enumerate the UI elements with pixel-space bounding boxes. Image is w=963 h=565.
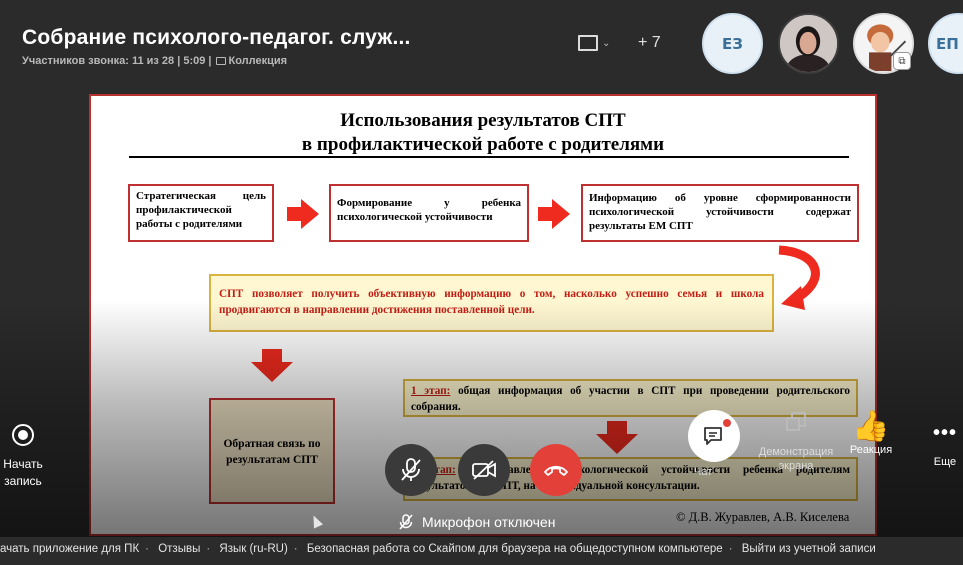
fullscreen-icon (578, 35, 598, 51)
participant-screen-badge-icon: ⧉ (893, 52, 911, 70)
footer-link-feedback[interactable]: Отзывы (158, 543, 201, 555)
participants-count: + 7 (638, 34, 661, 51)
footer-links: ачать приложение для ПК· Отзывы· Язык (r… (0, 537, 963, 565)
person-photo-icon (780, 15, 837, 72)
formation-box: Формирование у ребенка психологической у… (329, 184, 529, 242)
record-label: Начать запись (3, 457, 43, 488)
chat-label: Чат (694, 466, 713, 478)
slide-copyright: © Д.В. Журавлев, А.В. Киселева (676, 510, 850, 524)
participant-avatar-ep[interactable]: ЕП (928, 13, 963, 74)
more-label: Еще (933, 456, 957, 468)
footer-link-download[interactable]: ачать приложение для ПК (0, 543, 140, 555)
participant-avatar-photo[interactable] (778, 13, 839, 74)
slide-title-line2: в профилактической работе с родителями (301, 134, 665, 155)
feedback-box: Обратная связь по результатам СПТ (209, 398, 335, 504)
mic-toggle-button[interactable] (385, 444, 437, 496)
hang-up-button[interactable] (530, 444, 582, 496)
record-icon (12, 424, 34, 446)
footer-link-safety[interactable]: Безопасная работа со Скайпом для браузер… (306, 543, 723, 555)
collection-icon (215, 57, 226, 65)
more-dots-icon: ••• (932, 422, 957, 444)
share-screen-icon (786, 412, 806, 431)
call-subtitle: Участников звонка: 11 из 28 | 5:09 | Колл… (22, 55, 287, 67)
avatar-initials: ЕП (936, 34, 959, 53)
strategic-goal-box: Стратегическая цель профилактической раб… (128, 184, 274, 242)
mic-status: Микрофон отключен (398, 514, 555, 530)
unread-dot (723, 419, 731, 427)
avatar-initials: ЕЗ (722, 34, 743, 53)
collection-label[interactable]: Коллекция (228, 55, 288, 67)
start-recording-button[interactable]: Начать запись (0, 424, 46, 490)
chevron-down-icon: ⌄ (602, 37, 611, 49)
footer-link-language[interactable]: Язык (ru-RU) (219, 543, 288, 555)
call-participants-duration: Участников звонка: 11 из 28 | 5:09 | (22, 55, 212, 67)
participant-avatar-ez[interactable]: ЕЗ (702, 13, 763, 74)
slide-title-line1: Использования результатов СПТ (340, 110, 626, 131)
screen-layout-button[interactable]: ⌄ (578, 30, 610, 56)
reaction-label: Реакция (849, 444, 893, 456)
chat-icon (704, 427, 722, 445)
camera-off-icon (472, 460, 496, 480)
mic-muted-icon (401, 458, 421, 481)
information-box: Информацию об уровне сформированности пс… (581, 184, 859, 242)
share-label: Демонстрация экрана (758, 446, 834, 472)
more-button[interactable]: ••• Еще (924, 410, 963, 468)
stage1-label: 1 этап: (411, 385, 451, 397)
chat-button[interactable]: Чат (688, 410, 740, 478)
share-screen-button[interactable]: Демонстрация экрана (756, 410, 836, 473)
reaction-button[interactable]: 👍 Реакция (846, 410, 896, 456)
add-participants-button[interactable]: + 7 (638, 30, 661, 56)
curved-arrow-icon (778, 245, 820, 310)
call-title: Собрание психолого-педагог. служ... (22, 26, 411, 49)
mic-status-text: Микрофон отключен (422, 514, 556, 530)
camera-toggle-button[interactable] (458, 444, 510, 496)
thumbs-up-icon: 👍 (852, 410, 890, 443)
slide-title-rule (129, 156, 849, 158)
mic-muted-small-icon (399, 514, 413, 530)
spt-info-box: СПТ позволяет получить объективную инфор… (209, 274, 774, 332)
hang-up-icon (544, 465, 568, 476)
footer-link-signout[interactable]: Выйти из учетной записи (741, 543, 876, 555)
stage1-text: общая информация об участии в СПТ при пр… (411, 385, 850, 413)
